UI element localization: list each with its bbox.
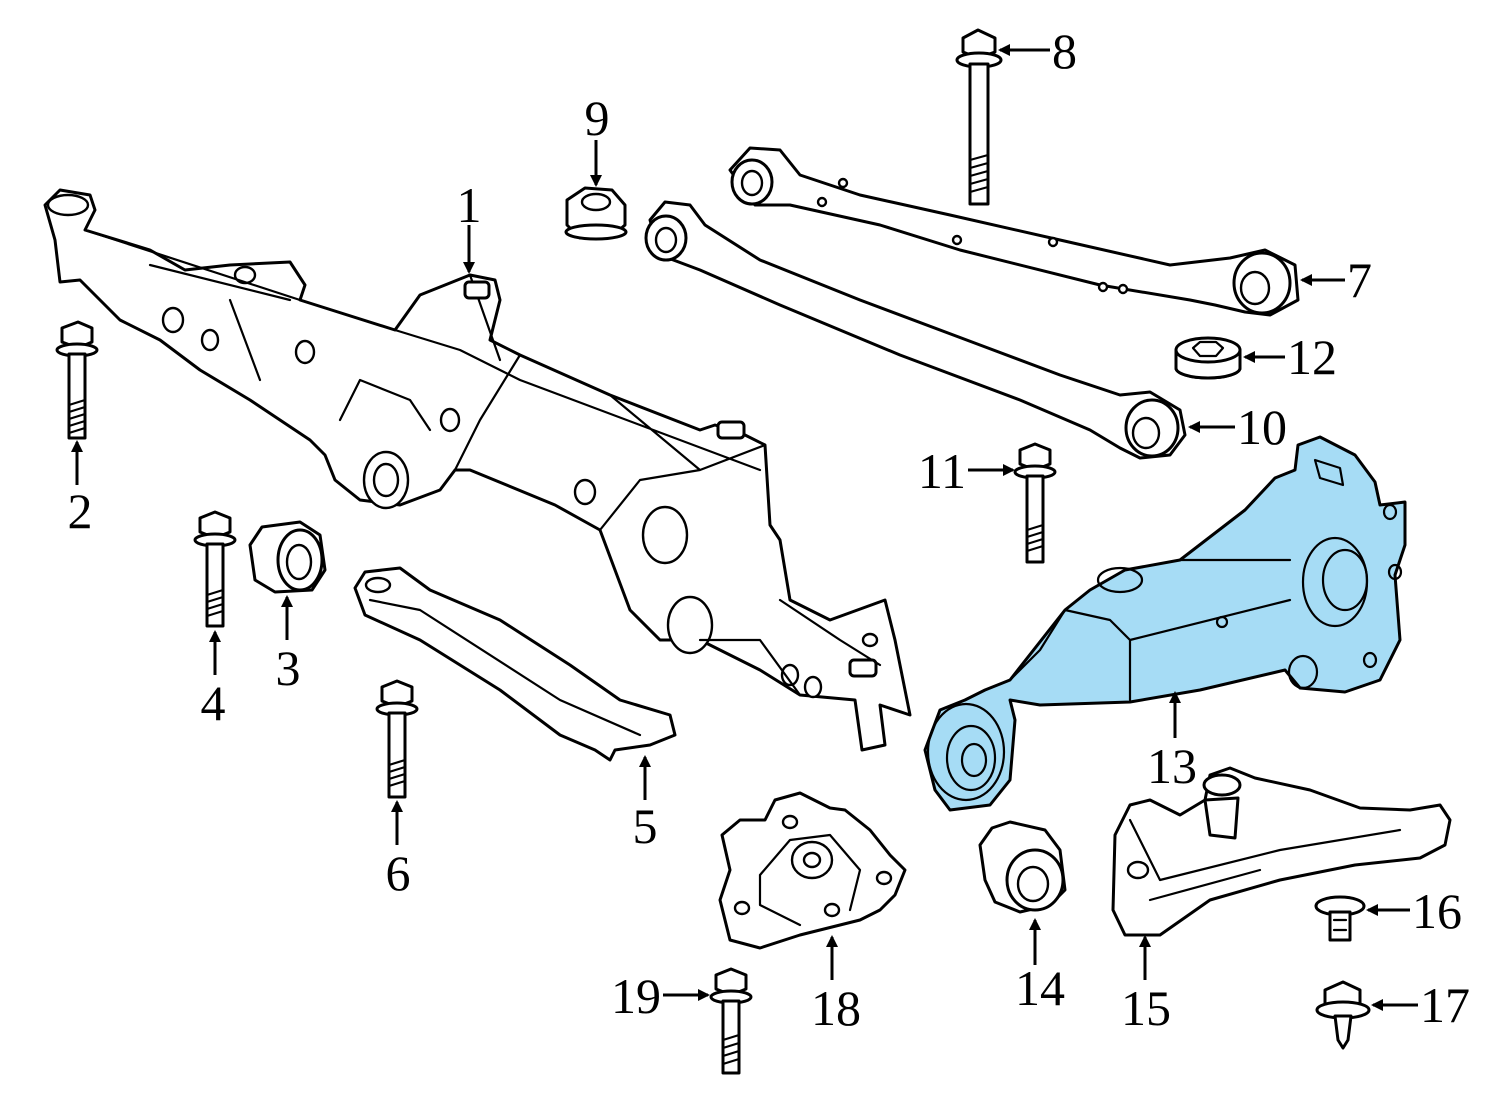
callout-arrows: [71, 44, 1418, 1011]
bolt-part-11: [1013, 442, 1057, 564]
callout-10: 10: [1237, 399, 1287, 455]
callout-7: 7: [1347, 252, 1372, 308]
callout-15: 15: [1121, 980, 1171, 1036]
callout-8: 8: [1052, 23, 1077, 79]
callout-6: 6: [386, 845, 411, 901]
callout-4: 4: [201, 675, 226, 731]
brace-part-5: [353, 566, 677, 762]
bolt-part-8: [955, 28, 1003, 206]
callout-18: 18: [811, 980, 861, 1036]
control-arm-part-10: [644, 200, 1187, 460]
callout-13: 13: [1147, 738, 1197, 794]
callout-12: 12: [1287, 329, 1337, 385]
nut-part-9: [564, 186, 628, 241]
callout-2: 2: [68, 483, 93, 539]
callout-16: 16: [1412, 883, 1462, 939]
mount-part-18: [718, 791, 907, 950]
bolt-part-19: [709, 967, 753, 1075]
bolt-part-2: [55, 320, 99, 440]
callout-3: 3: [276, 640, 301, 696]
callout-19: 19: [611, 968, 661, 1024]
bolt-part-4: [193, 510, 237, 628]
callout-14: 14: [1015, 960, 1065, 1016]
bolt-part-6: [375, 679, 419, 799]
subframe-part-1: [43, 188, 912, 752]
bracket-part-15: [1111, 766, 1452, 937]
bushing-part-14: [978, 820, 1067, 914]
knuckle-part-13: [923, 435, 1407, 812]
bushing-part-3: [248, 520, 327, 594]
callout-5: 5: [633, 798, 658, 854]
bolt-part-17: [1315, 980, 1371, 1050]
callout-9: 9: [585, 90, 610, 146]
callout-11: 11: [918, 443, 966, 499]
clip-part-16: [1314, 895, 1366, 942]
nut-part-12: [1174, 336, 1242, 380]
callout-1: 1: [457, 177, 482, 233]
callout-17: 17: [1420, 977, 1470, 1033]
control-arm-part-7: [728, 146, 1300, 317]
callout-labels: 1 2 3 4 5 6 7 8 9 10 11 12 13 14 15 16 1…: [68, 23, 1471, 1036]
